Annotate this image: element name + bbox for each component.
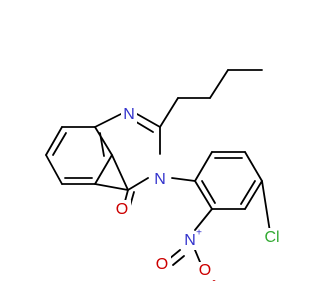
atom-cl: Cl: [264, 229, 279, 246]
bond: [194, 151, 213, 182]
benzo-ring: [45, 126, 113, 185]
bond-double-inner: [201, 180, 216, 204]
molecule-drawing: N N O Cl N + O O -: [45, 69, 286, 287]
bond: [94, 183, 129, 191]
bond: [94, 154, 113, 185]
structure-canvas: N N O Cl N + O O -: [45, 69, 286, 287]
bond: [194, 208, 213, 231]
bond-double-inner: [99, 132, 105, 157]
bond: [244, 151, 263, 182]
charge-plus: +: [196, 228, 202, 239]
atom-labels: N N O Cl N + O O -: [113, 106, 286, 287]
bond: [261, 180, 271, 233]
atom-n1: N: [123, 106, 135, 123]
bond: [172, 255, 185, 266]
atom-n3: N: [154, 171, 166, 188]
charge-minus: -: [212, 276, 215, 287]
bond: [45, 154, 63, 185]
bond: [45, 126, 63, 156]
butyl-chain: [159, 69, 263, 128]
atom-o-carbonyl: O: [116, 201, 128, 218]
bond: [127, 177, 149, 191]
bond-double-inner: [240, 180, 256, 205]
bond: [94, 113, 122, 128]
bond: [209, 69, 229, 99]
atom-n-nitro: N: [184, 232, 196, 249]
aryl-ring: [194, 151, 263, 210]
bond: [194, 180, 213, 210]
atom-o-nitro-a: O: [156, 256, 168, 273]
bond: [244, 180, 263, 210]
atom-o-nitro-b: O: [199, 262, 211, 279]
bond: [111, 154, 129, 191]
bond: [136, 113, 161, 128]
bond: [159, 97, 179, 128]
bond: [171, 177, 196, 182]
pyrimidinone-ring: [94, 113, 161, 191]
bond: [194, 249, 201, 263]
bond: [94, 126, 113, 156]
bond-double-inner: [52, 132, 67, 156]
